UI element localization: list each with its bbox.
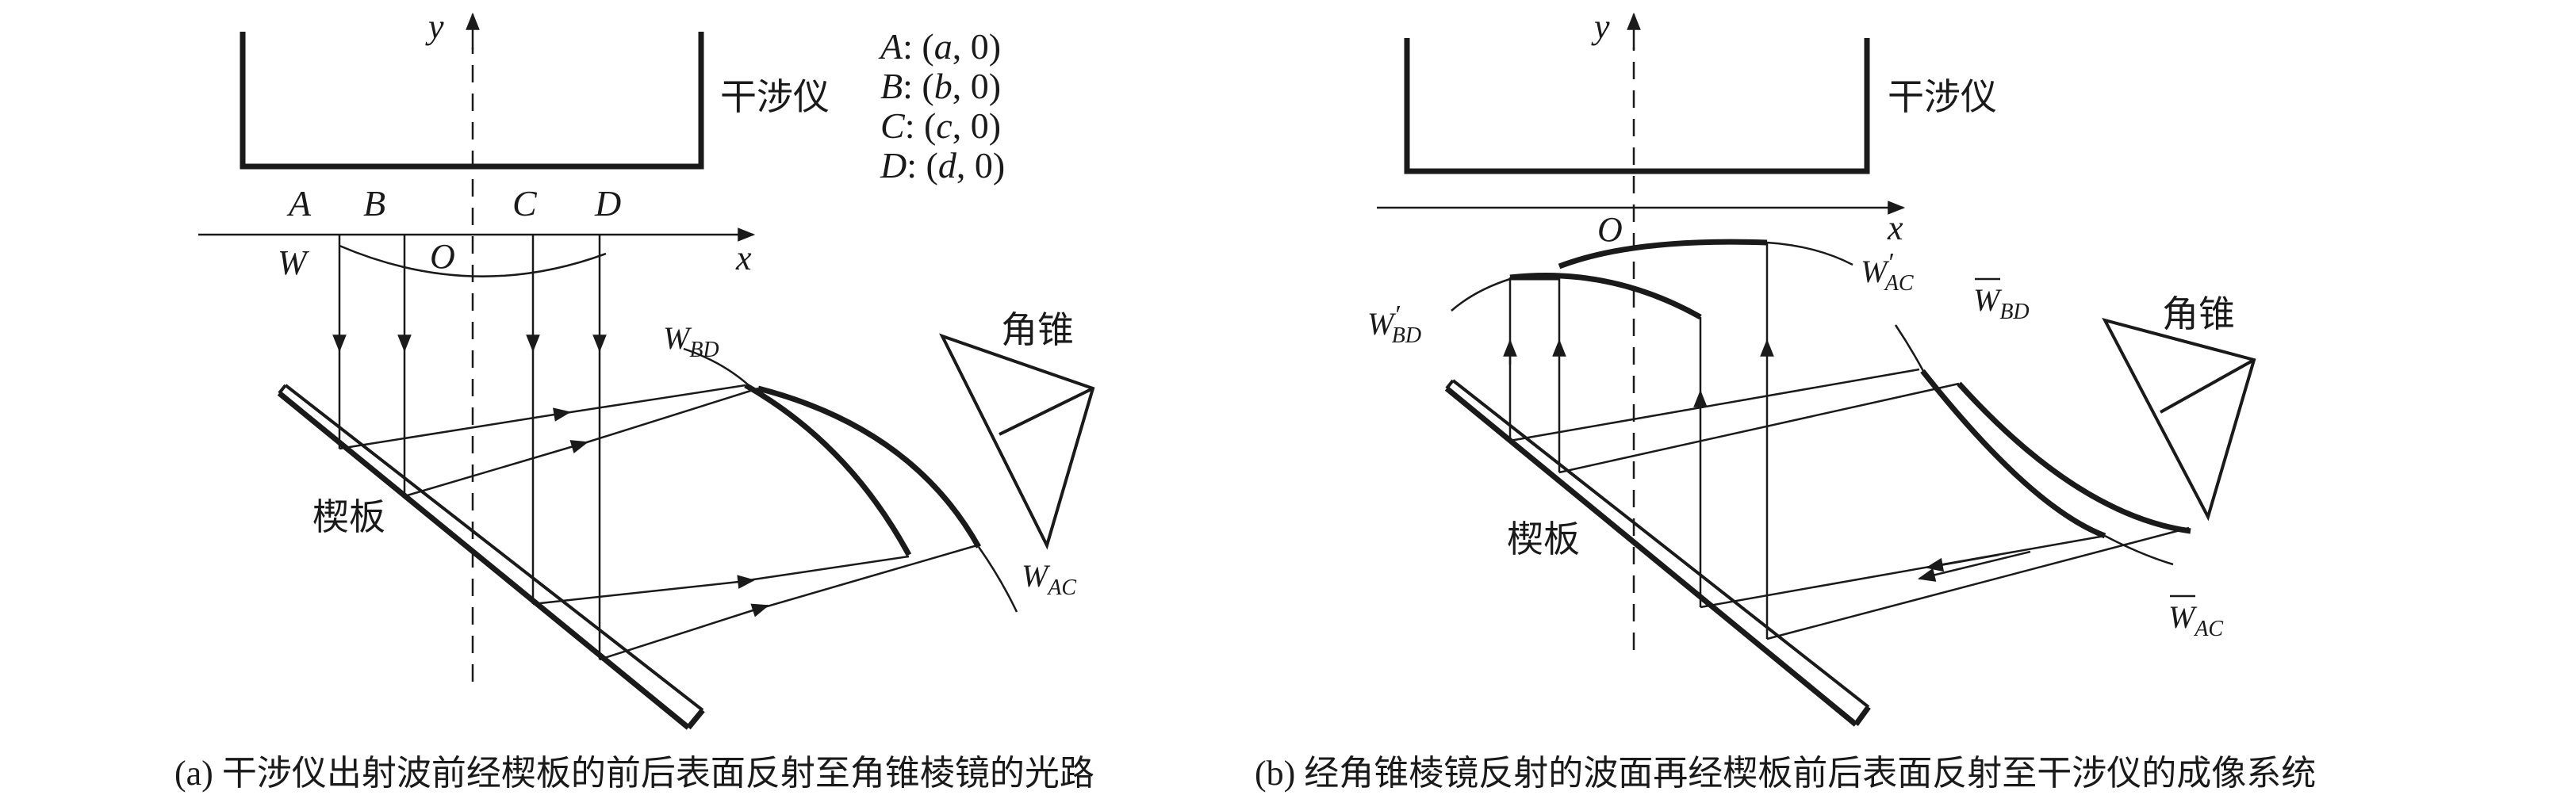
panel-b: 干涉仪 y x O 楔板 bbox=[1255, 7, 2316, 793]
x-axis-a-label: x bbox=[735, 239, 752, 277]
w-ac-prime-leader bbox=[1766, 241, 1853, 266]
origin-a-label: O bbox=[430, 237, 455, 276]
incoming-rays-b bbox=[1509, 368, 2190, 640]
returning-rays-b bbox=[1503, 243, 1774, 639]
svg-text:WBD: WBD bbox=[1973, 282, 2030, 324]
interferometer-b-box bbox=[1404, 38, 1870, 174]
caption-b: (b) 经角锥棱镜反射的波面再经楔板前后表面反射至干涉仪的成像系统 bbox=[1255, 754, 2316, 793]
point-b-label: B bbox=[363, 183, 385, 224]
y-axis-b-label: y bbox=[1591, 7, 1610, 46]
label-w-ac-bar: WAC bbox=[2168, 594, 2223, 641]
label-w-ac-prime: W′AC bbox=[1861, 248, 1914, 296]
corner-cube-a bbox=[939, 333, 1095, 550]
label-w-bd-prime: W′BD bbox=[1367, 300, 1421, 348]
y-axis-a-label: y bbox=[425, 7, 444, 46]
wedge-b-label: 楔板 bbox=[1507, 519, 1580, 560]
wavefront-ac-arc-a bbox=[757, 385, 982, 549]
wavefront-bd-bar-arc bbox=[1920, 369, 2106, 539]
w-bd-leader-a bbox=[683, 347, 749, 386]
x-axis-b-label: x bbox=[1887, 208, 1903, 247]
point-c-label: C bbox=[512, 183, 538, 224]
legend-d: D: (d, 0) bbox=[880, 145, 1005, 185]
wavefront-ac-prime-arc bbox=[1558, 239, 1768, 270]
w-ac-leader-a bbox=[977, 546, 1018, 613]
reflected-rays-a bbox=[339, 384, 978, 661]
coordinate-legend: A: (a, 0) B: (b, 0) C: (c, 0) D: (d, 0) bbox=[878, 26, 1005, 185]
svg-text:WAC: WAC bbox=[2168, 599, 2223, 641]
interferometer-a-label: 干涉仪 bbox=[720, 77, 830, 117]
w-ac-bar-leader bbox=[2104, 534, 2174, 566]
point-a-label: A bbox=[286, 183, 312, 224]
wedge-plate-a bbox=[277, 384, 705, 730]
cone-b-label: 角锥 bbox=[2162, 294, 2235, 335]
wavefront-w-arc bbox=[339, 244, 607, 277]
interferometer-b-label: 干涉仪 bbox=[1888, 77, 1997, 117]
wavefront-bd-arc-a bbox=[744, 382, 912, 556]
label-w-ac-a: WAC bbox=[1022, 558, 1076, 600]
wavefront-w-label: W bbox=[278, 243, 309, 282]
caption-a: (a) 干涉仪出射波前经楔板的前后表面反射至角锥棱镜的光路 bbox=[174, 754, 1094, 793]
origin-b-label: O bbox=[1597, 210, 1623, 249]
legend-a: A: (a, 0) bbox=[878, 26, 1001, 67]
wavefront-ac-bar-arc bbox=[1957, 381, 2191, 534]
point-d-label: D bbox=[594, 183, 621, 224]
wavefront-bd-prime-arc bbox=[1509, 272, 1702, 320]
panel-a: 干涉仪 y x O A B C D W A: (a, 0) B: (b, 0) … bbox=[174, 7, 1095, 793]
legend-b: B: (b, 0) bbox=[880, 66, 1001, 106]
w-bd-bar-leader bbox=[1894, 324, 1926, 373]
label-w-bd-bar: WBD bbox=[1973, 277, 2030, 324]
wedge-plate-b bbox=[1444, 379, 1871, 727]
cone-a-label: 角锥 bbox=[1001, 310, 1074, 350]
label-w-bd-a: WBD bbox=[663, 320, 719, 362]
incident-rays-a bbox=[332, 235, 607, 659]
wedge-a-label: 楔板 bbox=[312, 497, 385, 537]
corner-cube-b bbox=[2102, 317, 2256, 522]
legend-c: C: (c, 0) bbox=[880, 105, 1001, 146]
w-bd-prime-leader bbox=[1451, 277, 1511, 312]
